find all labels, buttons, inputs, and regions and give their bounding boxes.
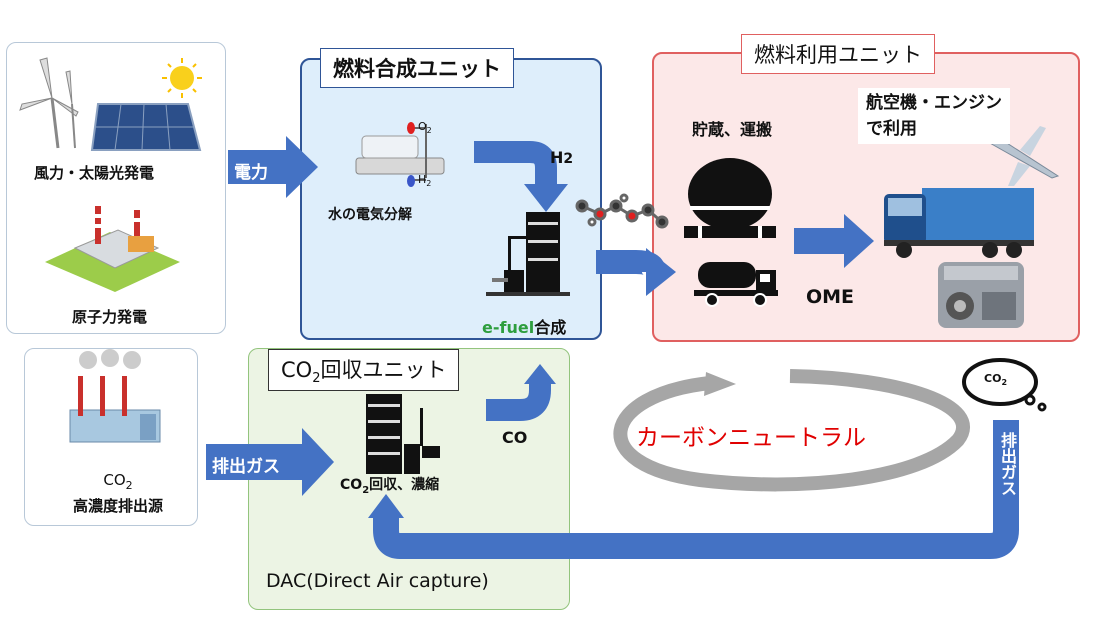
fuel-use-title-text: 燃料利用ユニット [754, 43, 922, 67]
synthesis-to-storage-arrow [596, 248, 676, 296]
h2-tank-label-sub: 2 [426, 179, 432, 189]
ome-molecule-icon [575, 193, 669, 229]
co-flow-arrow [486, 364, 556, 421]
electricity-arrow [228, 136, 318, 198]
o2-label: O2 [418, 120, 432, 135]
co2-capture-co: CO [340, 477, 363, 493]
exhaust-vertical-label: 排出ガス [998, 432, 1017, 496]
co2-capture-title-suffix: 回収ユニット [320, 358, 447, 382]
co2-cloud-label: CO2 [984, 372, 1007, 387]
h2-label-h: H [550, 148, 564, 167]
tanker-truck-icon [694, 262, 778, 307]
co2-source-sub: 2 [125, 479, 133, 492]
co2-cloud-sub: 2 [1001, 378, 1008, 388]
ome-label: OME [806, 286, 855, 308]
solar-panel-icon [90, 103, 202, 151]
co2-capture-label: CO2回収、濃縮 [340, 474, 439, 496]
usage-line2: で利用 [866, 119, 917, 139]
co2-capture-sub: 2 [362, 484, 370, 496]
wind-turbine-icon [19, 57, 79, 149]
carbon-neutral-label: カーボンニュートラル [636, 425, 866, 451]
o2-label-sub: 2 [426, 126, 432, 136]
nuclear-label: 原子力発電 [72, 308, 148, 326]
nuclear-plant-icon [45, 206, 180, 292]
h2-tank-label-h: H [418, 173, 427, 186]
exhaust-gas-label: 排出ガス [212, 457, 280, 477]
electricity-label: 電力 [234, 163, 268, 183]
factory-icon [69, 349, 161, 443]
co2-source-line2: 高濃度排出源 [72, 497, 163, 515]
truck-icon [884, 188, 1034, 258]
h2-label-sub: 2 [563, 151, 574, 167]
co2-capture-suffix: 回収、濃縮 [369, 477, 440, 493]
co2-capture-title: CO2回収ユニット [268, 349, 460, 392]
co-label: CO [502, 428, 528, 447]
renewable-label: 風力・太陽光発電 [34, 164, 155, 182]
o2-label-o: O [418, 120, 427, 133]
co2-cloud-co: CO [984, 372, 1002, 385]
fuel-synthesis-title-text: 燃料合成ユニット [333, 57, 501, 81]
co2-capture-title-co: CO [281, 358, 313, 382]
electrolysis-icon [355, 122, 445, 187]
co2-cloud-icon [962, 358, 1047, 412]
return-exhaust-arrow [368, 420, 1019, 559]
co2-capture-title-sub: 2 [312, 371, 321, 387]
storage-transport-label: 貯蔵、運搬 [692, 120, 773, 139]
fuel-use-title: 燃料利用ユニット [741, 34, 935, 74]
engine-icon [938, 262, 1024, 328]
ome-arrow [794, 214, 874, 268]
h2-flow-arrow [474, 141, 568, 212]
electrolysis-label: 水の電気分解 [328, 207, 412, 223]
h2-label: H2 [550, 148, 573, 167]
dac-label: DAC(Direct Air capture) [266, 570, 489, 592]
carbon-neutral-cycle-arrow [613, 369, 970, 492]
co2-source-co: CO [103, 471, 126, 489]
efuel-synthesis-label: e-fuel合成 [482, 314, 566, 338]
storage-tank-icon [684, 158, 776, 238]
usage-line1: 航空機・エンジン [866, 93, 1002, 113]
sun-icon [162, 58, 202, 98]
co2-capture-apparatus-icon [366, 394, 440, 474]
synthesis-reactor-icon [486, 212, 570, 296]
fuel-synthesis-title: 燃料合成ユニット [320, 48, 514, 88]
efuel-suffix-text: 合成 [534, 318, 567, 337]
co2-source-label: CO2 高濃度排出源 [58, 470, 178, 516]
exhaust-gas-arrow [206, 428, 334, 496]
h2-tank-label: H2 [418, 173, 431, 188]
efuel-text: e-fuel [482, 318, 535, 337]
aircraft-engine-label: 航空機・エンジン で利用 [858, 88, 1010, 144]
